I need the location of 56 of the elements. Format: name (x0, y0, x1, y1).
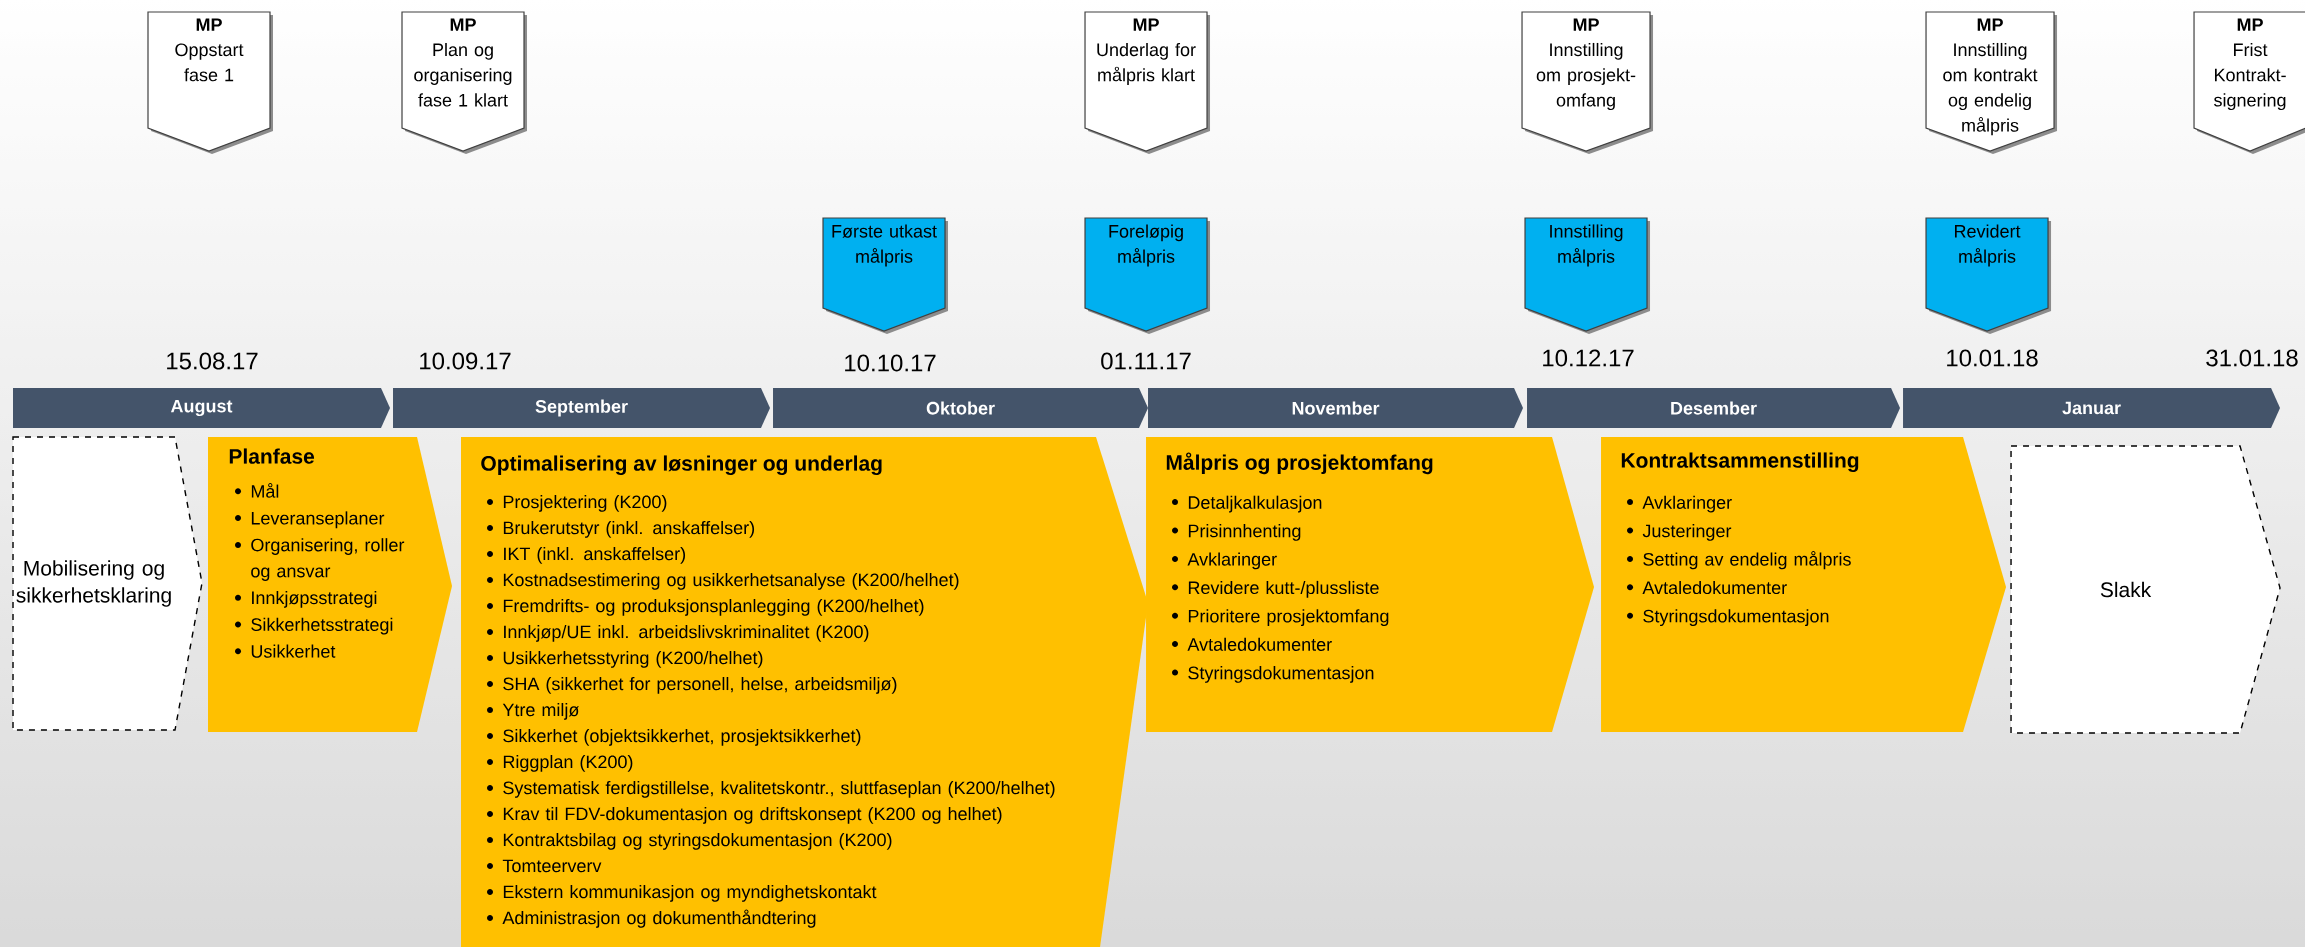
bullet-item: Avtaledokumenter (1627, 580, 1787, 595)
bullet-item: Fremdrifts- og produksjonsplanlegging (K200/helhet) (487, 599, 924, 616)
bullet-item: Setting av endelig målpris (1627, 551, 1851, 570)
bullet-item: Innkjøp/UE inkl. arbeidslivskriminalitet (K200) (487, 625, 869, 642)
month-band: August (13, 388, 390, 428)
bullet-item: Styringsdokumentasjon (1627, 609, 1829, 627)
bullet-item: Ytre miljø (487, 703, 579, 720)
month-band: Oktober (773, 388, 1148, 428)
phase-heading: Planfase (229, 448, 315, 464)
bullet-item: Organisering, roller og ansvar (235, 538, 405, 581)
month-band: September (393, 388, 770, 428)
bullet-item: Administrasjon og dokumenthåndtering (487, 909, 816, 928)
bullet-item: Avklaringer (1627, 495, 1732, 513)
bullet-item: Sikkerhet (objektsikkerhet, prosjektsikkerhet) (487, 729, 861, 746)
phase-heading: Målpris og prosjektomfang (1166, 452, 1433, 475)
date-label: 01.11.17 (1101, 352, 1191, 370)
phase-heading: Kontraktsammenstilling (1621, 452, 1859, 473)
bullet-item: Prioritere prosjektomfang (1172, 609, 1389, 627)
bullet-item: Styringsdokumentasjon (1172, 666, 1374, 683)
bullet-item: Prosjektering (K200) (487, 495, 667, 512)
phase-block (1146, 437, 1594, 732)
bullet-item: Justeringer (1627, 524, 1732, 541)
date-label: 15.08.17 (167, 352, 258, 370)
bullet-item: Revidere kutt-/plussliste (1172, 580, 1379, 598)
date-label: 10.01.18 (1947, 349, 2038, 367)
bullet-item: Kontraktsbilag og styringsdokumentasjon (K200) (487, 833, 892, 850)
date-label: 10.12.17 (1543, 349, 1634, 367)
bullet-item: Ekstern kommunikasjon og myndighetskontakt (487, 885, 877, 902)
bullet-item: Riggplan (K200) (487, 755, 633, 772)
phase-block (208, 437, 452, 732)
bullet-item: Detaljkalkulasjon (1172, 495, 1322, 513)
month-band: Januar (1903, 388, 2281, 428)
bullet-item: Leveranseplaner (235, 511, 385, 529)
bullet-item: Krav til FDV-dokumentasjon og driftskonsept (K200 og helhet) (487, 807, 1002, 824)
phase-heading: Optimalisering av løsninger og underlag (481, 455, 882, 476)
bullet-item: Mål (235, 483, 279, 498)
month-band: November (1148, 388, 1523, 428)
bullet-item: Prisinnhenting (1172, 524, 1301, 541)
phase-block (1601, 437, 2007, 732)
month-band: Desember (1527, 388, 1901, 428)
date-label: 10.10.17 (845, 354, 936, 372)
bullet-item: Sikkerhetsstrategi (235, 617, 393, 635)
slack-block: Slakk (2010, 445, 2281, 734)
bullet-item: Brukerutstyr (inkl. anskaffelser) (487, 521, 755, 538)
bullet-item: Usikkerhetsstyring (K200/helhet) (487, 651, 763, 668)
bullet-item: Usikkerhet (235, 644, 336, 658)
bullet-item: IKT (inkl. anskaffelser) (487, 547, 686, 564)
bullet-item: Kostnadsestimering og usikkerhetsanalyse (K200/helhet) (487, 573, 959, 590)
bullet-item: Innkjøpsstrategi (235, 590, 377, 608)
bullet-item: Systematisk ferdigstillelse, kvalitetskontr., sluttfaseplan (K200/helhet) (487, 781, 1055, 798)
bullet-item: Avtaledokumenter (1172, 637, 1332, 651)
bullet-item: Avklaringer (1172, 552, 1277, 570)
date-label: 10.09.17 (420, 352, 511, 370)
bullet-item: SHA (sikkerhet for personell, helse, arbeidsmiljø) (487, 677, 897, 694)
slack-block: Mobilisering og sikkerhetsklaring (12, 436, 203, 731)
bullet-item: Tomteerverv (487, 859, 602, 873)
